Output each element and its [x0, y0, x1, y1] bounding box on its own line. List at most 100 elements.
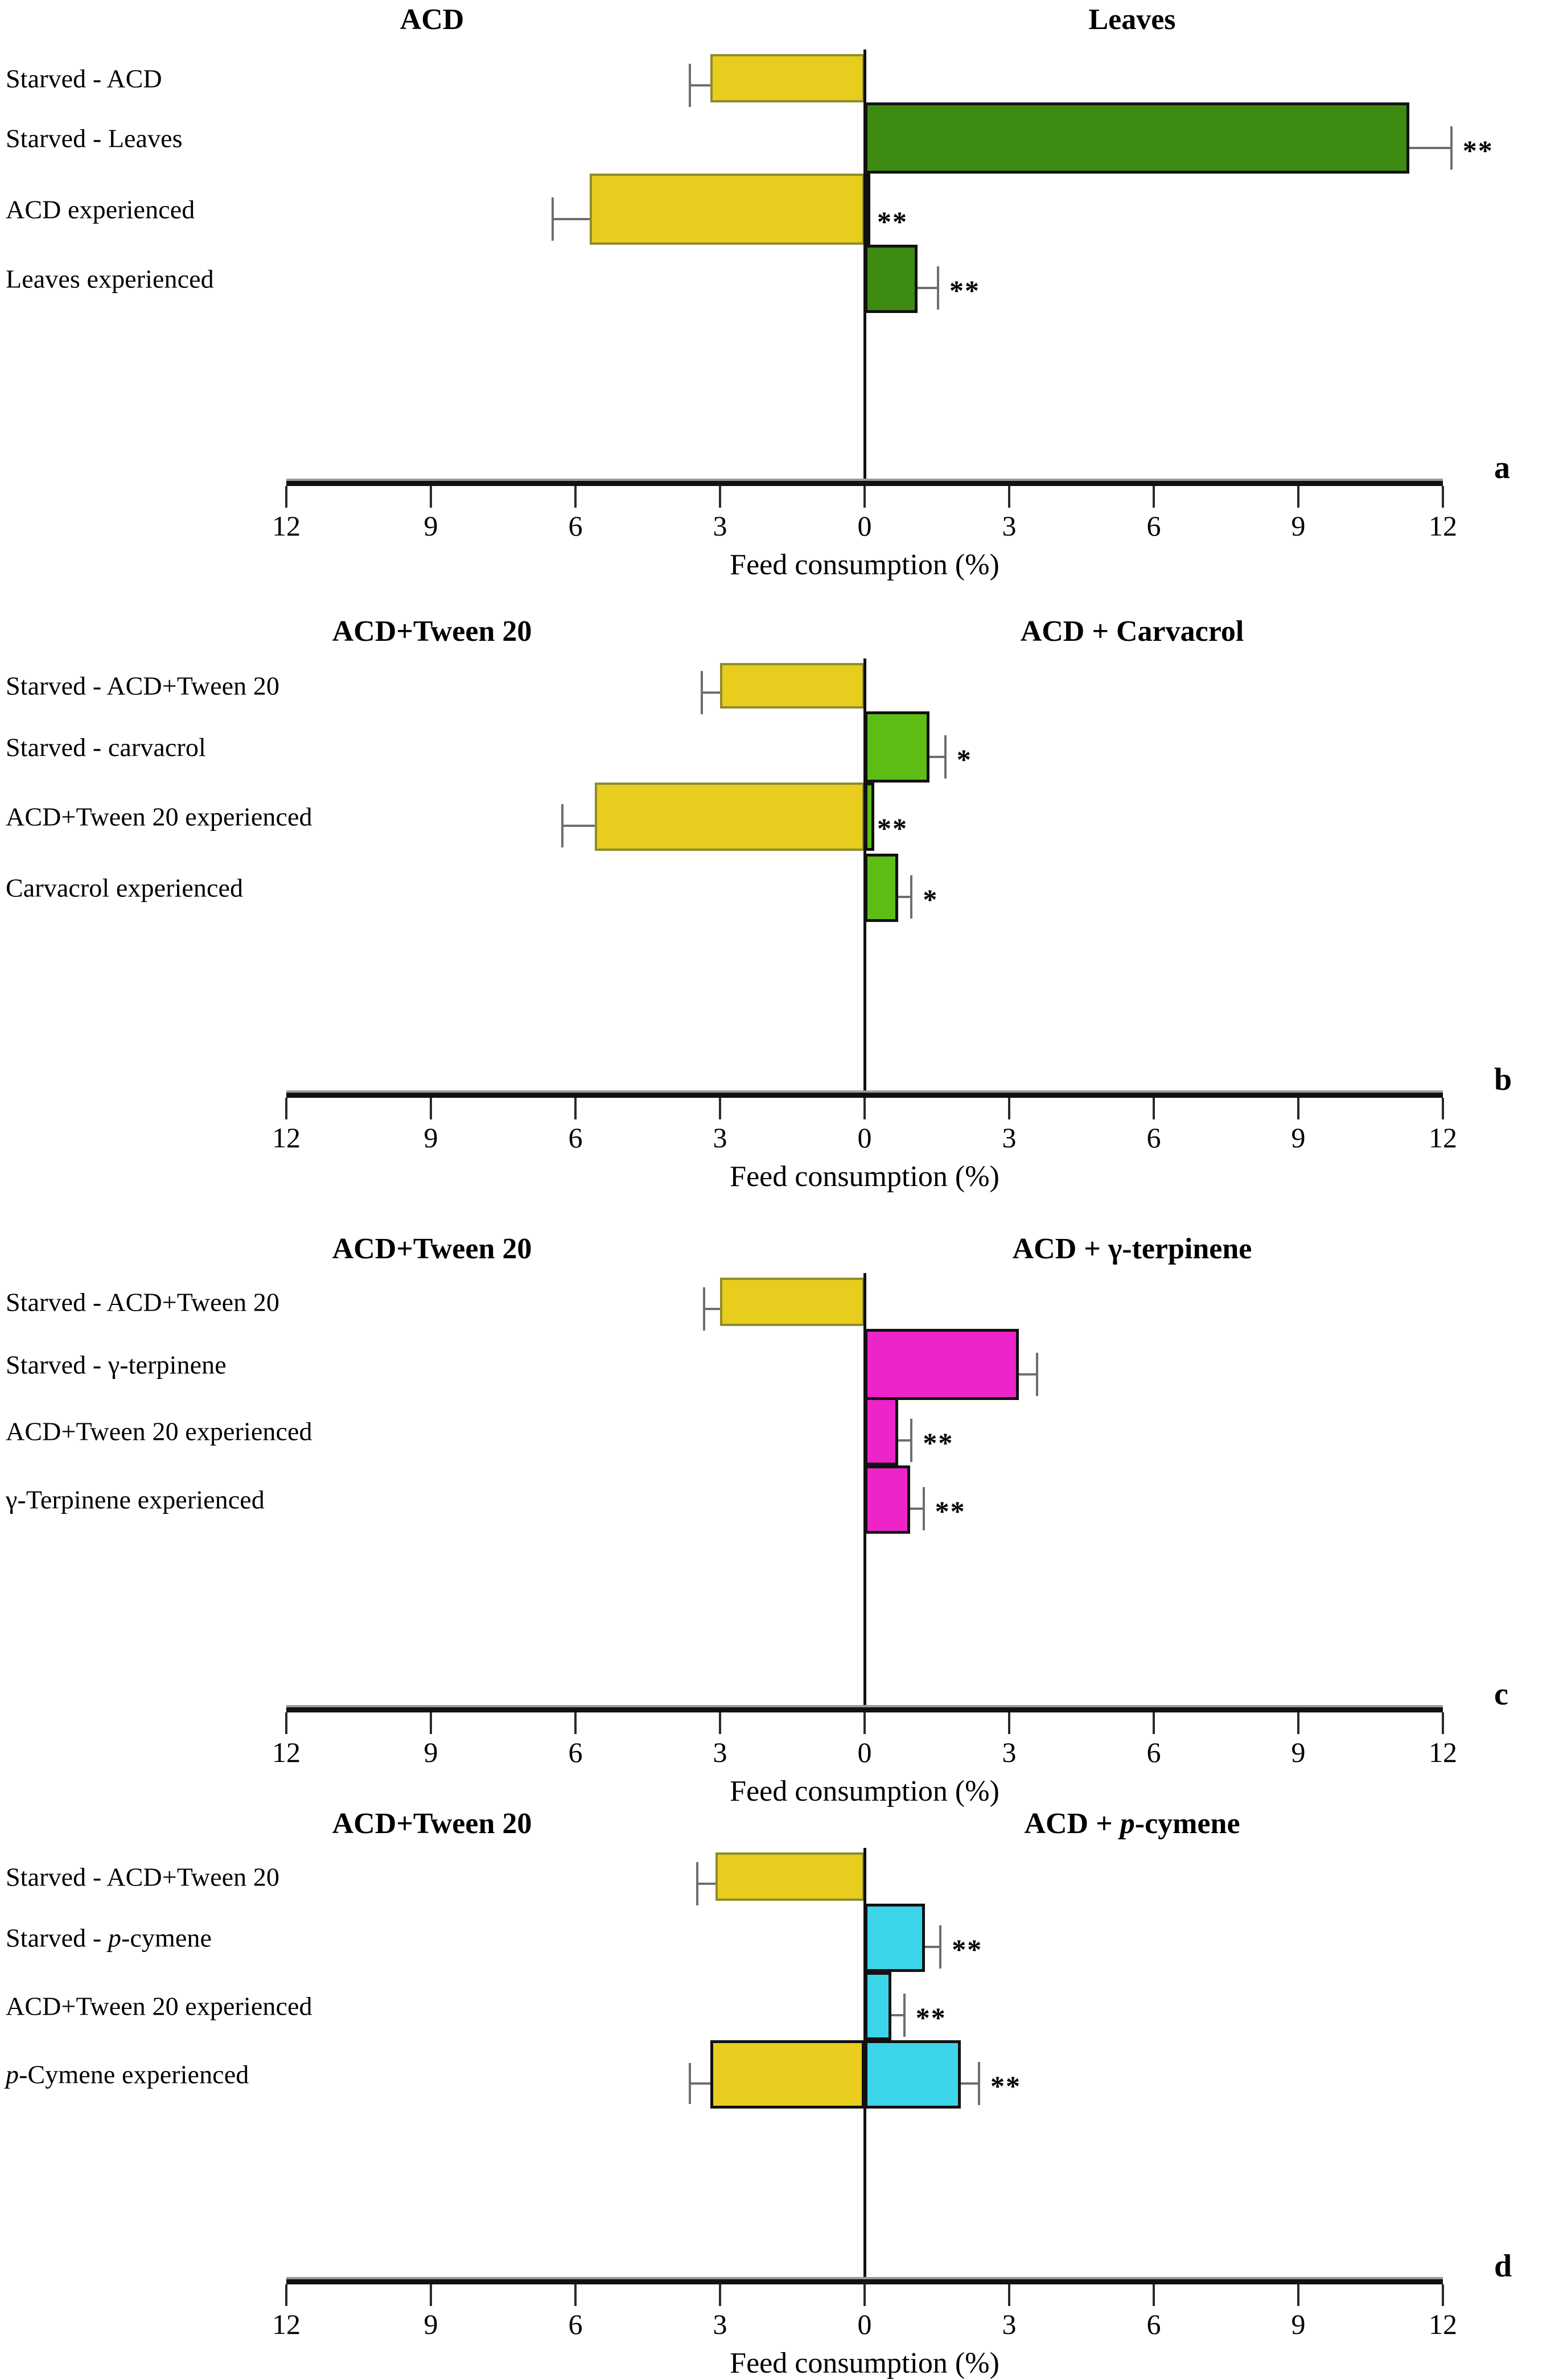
significance-d3: **: [990, 2070, 1021, 2102]
errorcap-d3: [977, 2062, 980, 2106]
x-tick-label-a-2: 6: [568, 510, 583, 542]
row-label-a0: Starved - ACD: [6, 64, 162, 93]
x-tick-label-c-0: 12: [272, 1736, 301, 1768]
x-tick-label-a-6: 6: [1146, 510, 1161, 542]
x-tick-label-b-8: 12: [1429, 1122, 1457, 1154]
x-tick-c-2: [574, 1712, 577, 1734]
x-tick-label-d-1: 9: [423, 2308, 438, 2340]
panel-d-left-title: ACD+Tween 20: [332, 1807, 532, 1840]
x-tick-label-a-3: 3: [713, 510, 727, 542]
x-tick-label-d-5: 3: [1002, 2308, 1017, 2340]
errorbar-d1: [924, 1946, 940, 1949]
x-tick-d-7: [1297, 2284, 1299, 2306]
bar-a0: [710, 54, 865, 102]
errorbar-b1: [929, 755, 944, 758]
panel-b-left-title: ACD+Tween 20: [332, 615, 532, 648]
x-tick-b-4: [863, 1098, 866, 1119]
significance-c3: **: [935, 1495, 966, 1527]
errorbar-b2: [561, 825, 595, 827]
panel-tag-b: b: [1494, 1062, 1512, 1097]
row-label-b1: Starved - carvacrol: [6, 732, 206, 761]
errorcap-b3: [910, 875, 913, 919]
bar-d1: [865, 1904, 925, 1972]
x-tick-label-b-1: 9: [423, 1122, 438, 1154]
axis-title-c: Feed consumption (%): [730, 1775, 1000, 1807]
significance-d2: **: [915, 2002, 947, 2034]
x-tick-b-1: [430, 1098, 432, 1119]
x-tick-label-c-3: 3: [713, 1736, 727, 1768]
errorbar-d3: [961, 2082, 978, 2085]
x-tick-a-7: [1297, 486, 1299, 508]
x-tick-label-a-4: 0: [857, 510, 872, 542]
errorbar-c0: [703, 1307, 720, 1310]
bar-c2: [865, 1397, 899, 1465]
x-tick-a-1: [430, 486, 432, 508]
row-label-b2: ACD+Tween 20 experienced: [6, 802, 312, 831]
x-tick-label-a-7: 9: [1291, 510, 1306, 542]
x-tick-d-8: [1442, 2284, 1444, 2306]
x-tick-label-c-2: 6: [568, 1736, 583, 1768]
errorcap-c2: [910, 1419, 913, 1463]
row-label-d0: Starved - ACD+Tween 20: [6, 1862, 279, 1891]
errorbar-b0: [701, 691, 720, 694]
x-tick-c-0: [285, 1712, 287, 1734]
x-tick-d-1: [430, 2284, 432, 2306]
bar-c3: [865, 1465, 911, 1534]
row-label-a1: Starved - Leaves: [6, 123, 183, 153]
row-label-c0: Starved - ACD+Tween 20: [6, 1287, 279, 1316]
significance-c2: **: [923, 1427, 954, 1459]
x-tick-label-d-8: 12: [1429, 2308, 1457, 2340]
x-axis-a: [286, 479, 1443, 486]
x-tick-c-3: [719, 1712, 721, 1734]
x-tick-b-8: [1442, 1098, 1444, 1119]
errorbar-b3: [898, 896, 911, 899]
zero-line-a: [863, 50, 866, 481]
errorbar-d3-extra: [688, 2082, 711, 2085]
x-tick-label-b-4: 0: [857, 1122, 872, 1154]
bar-c1: [865, 1329, 1019, 1400]
row-label-c2: ACD+Tween 20 experienced: [6, 1417, 312, 1446]
x-tick-c-1: [430, 1712, 432, 1734]
errorbar-c3: [910, 1508, 923, 1510]
row-label-d2: ACD+Tween 20 experienced: [6, 1991, 312, 2021]
x-tick-d-4: [863, 2284, 866, 2306]
errorcap-b1: [944, 735, 947, 779]
x-tick-label-b-6: 6: [1146, 1122, 1161, 1154]
x-tick-label-c-4: 0: [857, 1736, 872, 1768]
zero-line-c: [863, 1273, 866, 1707]
x-tick-label-b-7: 9: [1291, 1122, 1306, 1154]
x-tick-c-7: [1297, 1712, 1299, 1734]
errorcap-d1: [939, 1925, 942, 1969]
x-tick-label-b-3: 3: [713, 1122, 727, 1154]
x-tick-label-a-5: 3: [1002, 510, 1017, 542]
zero-line-b: [863, 658, 866, 1093]
significance-b3: *: [923, 883, 939, 916]
panel-a-right-title: Leaves: [1088, 3, 1176, 36]
x-tick-a-3: [719, 486, 721, 508]
x-tick-b-6: [1153, 1098, 1155, 1119]
significance-b1: *: [956, 743, 972, 775]
panel-tag-c: c: [1494, 1677, 1508, 1712]
errorbar-d2: [891, 2014, 903, 2017]
errorcap-d0: [696, 1862, 698, 1905]
x-tick-c-5: [1008, 1712, 1010, 1734]
row-label-b0: Starved - ACD+Tween 20: [6, 671, 279, 701]
panel-tag-a: a: [1494, 450, 1510, 485]
x-tick-b-2: [574, 1098, 577, 1119]
panel-d-right-title: ACD + p-cymene: [1024, 1807, 1240, 1840]
x-tick-d-0: [285, 2284, 287, 2306]
x-tick-label-d-3: 3: [713, 2308, 727, 2340]
errorcap-b0: [701, 670, 704, 714]
row-label-d1: Starved - p-cymene: [6, 1923, 212, 1953]
errorcap-c1: [1035, 1352, 1038, 1396]
errorbar-a0: [688, 84, 711, 87]
x-tick-a-6: [1153, 486, 1155, 508]
errorcap-c3: [922, 1487, 925, 1531]
panel-a-left-title: ACD: [400, 3, 464, 36]
x-tick-d-2: [574, 2284, 577, 2306]
x-tick-label-b-2: 6: [568, 1122, 583, 1154]
errorbar-d0: [696, 1882, 715, 1885]
significance-a2: **: [877, 205, 908, 237]
x-tick-label-a-8: 12: [1429, 510, 1457, 542]
bar-b1: [865, 711, 930, 783]
